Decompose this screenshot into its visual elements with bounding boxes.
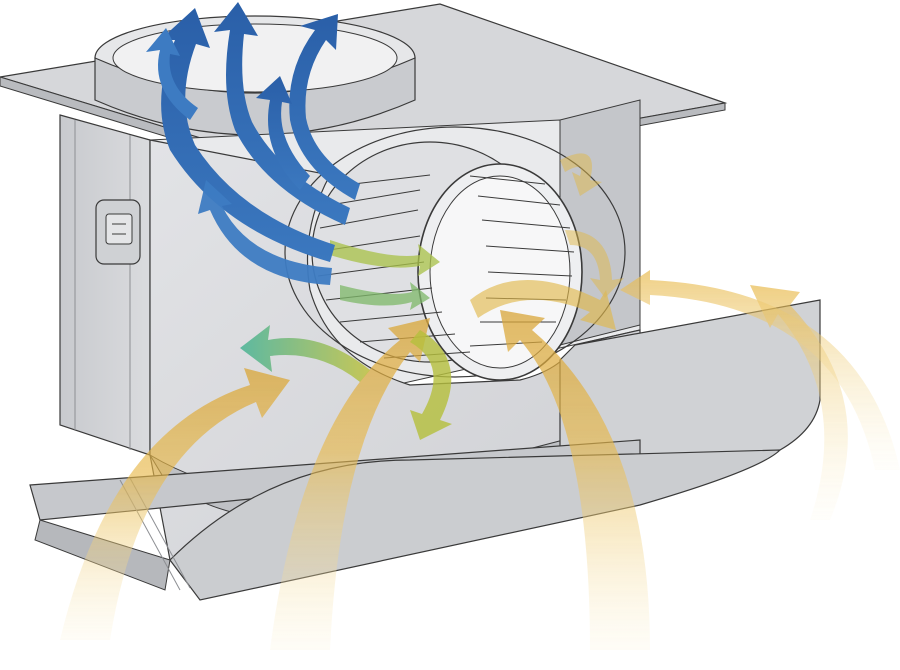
mixed-arrow-lower: [340, 282, 430, 310]
mixed-arrow-left: [240, 325, 370, 382]
exhaust-arrow-left-small: [146, 28, 198, 120]
intake-airflow-arrows: [60, 153, 900, 650]
intake-arrow-center-right: [500, 310, 650, 650]
exhaust-airflow-arrows: [146, 2, 360, 285]
intake-arrow-far-right: [620, 270, 900, 470]
mixed-airflow-arrows: [240, 240, 452, 440]
mixed-arrow-bottom: [410, 330, 452, 440]
mounting-clip: [95, 199, 141, 265]
intake-arrow-inner: [470, 280, 616, 330]
intake-arrow-mid: [565, 230, 624, 298]
exhaust-arrow-small: [256, 76, 310, 190]
exhaust-arrow-right: [289, 14, 360, 200]
exhaust-arrow-outer: [160, 8, 335, 262]
intake-arrow-left: [60, 368, 290, 640]
mixed-arrow-center: [330, 240, 440, 276]
exhaust-arrow-low: [198, 180, 332, 285]
blower-wheel: [284, 126, 626, 381]
exhaust-arrow-center: [214, 2, 350, 225]
intake-arrow-center-left: [270, 318, 430, 650]
intake-arrow-right: [750, 285, 848, 520]
intake-arrow-top: [560, 153, 602, 196]
